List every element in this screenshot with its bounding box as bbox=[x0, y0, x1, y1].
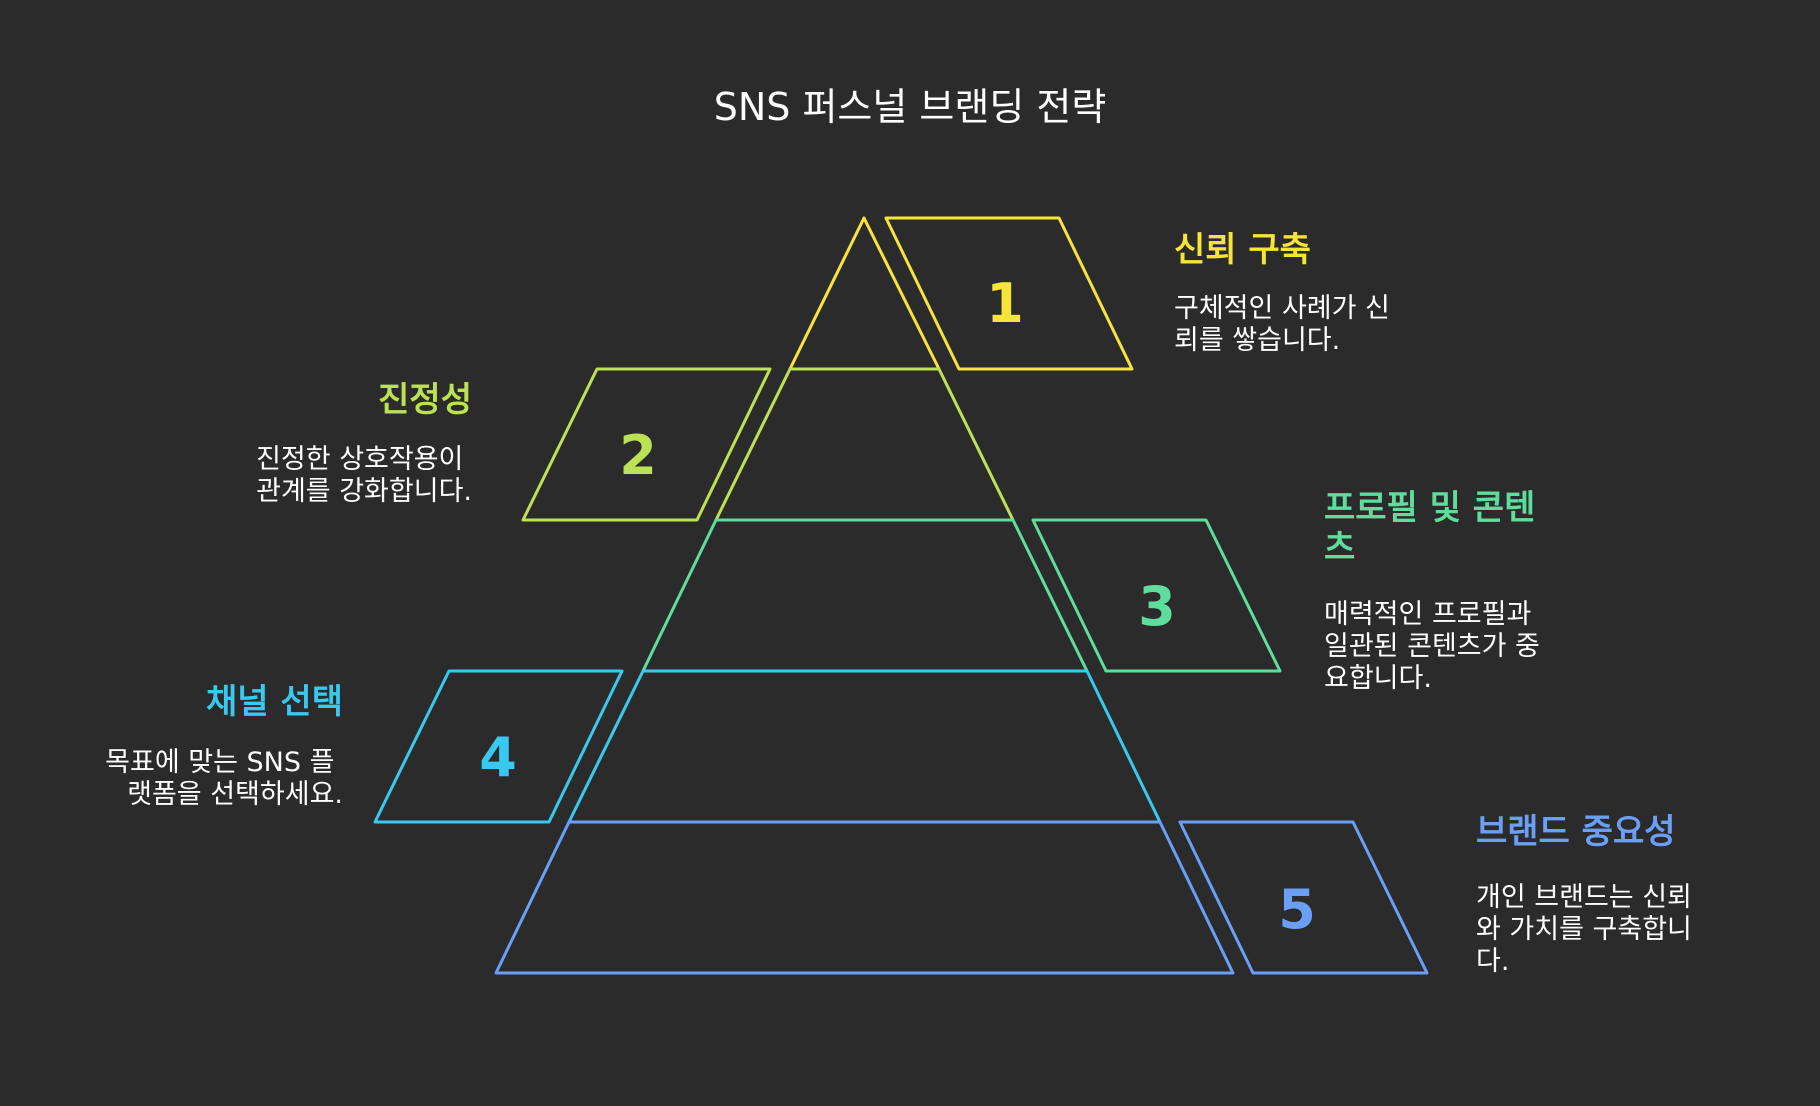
level-1: 1 신뢰 구축 구체적인 사례가 신 뢰를 쌓습니다. bbox=[788, 216, 1398, 371]
level-5: 5 브랜드 중요성 개인 브랜드는 신뢰 와 가치를 구축합니 다. bbox=[494, 812, 1700, 977]
number-box-3 bbox=[1031, 518, 1282, 673]
heading-5: 브랜드 중요성 bbox=[1476, 812, 1676, 852]
level-number-1: 1 bbox=[986, 272, 1024, 335]
level-2: 2 진정성 진정한 상호작용이 관계를 강화합니다. bbox=[256, 367, 1015, 522]
level-number-4: 4 bbox=[479, 726, 517, 789]
level-number-3: 3 bbox=[1138, 575, 1176, 638]
heading-4: 채널 선택 bbox=[206, 682, 343, 722]
number-box-4 bbox=[373, 669, 624, 824]
pyramid-tier-3 bbox=[641, 518, 1089, 673]
number-box-5 bbox=[1178, 820, 1429, 975]
description-5: 개인 브랜드는 신뢰 와 가치를 구축합니 다. bbox=[1476, 882, 1700, 977]
level-number-2: 2 bbox=[619, 424, 657, 487]
pyramid-tier-5 bbox=[494, 820, 1235, 975]
heading-1: 신뢰 구축 bbox=[1174, 230, 1311, 270]
number-box-1 bbox=[884, 216, 1134, 371]
description-2: 진정한 상호작용이 관계를 강화합니다. bbox=[256, 444, 472, 507]
diagram-title: SNS 퍼스널 브랜딩 전략 bbox=[714, 85, 1107, 129]
description-1: 구체적인 사례가 신 뢰를 쌓습니다. bbox=[1174, 293, 1398, 356]
level-number-5: 5 bbox=[1278, 878, 1316, 941]
level-4: 4 채널 선택 목표에 맞는 SNS 플 랫폼을 선택하세요. bbox=[105, 669, 1162, 824]
description-4: 목표에 맞는 SNS 플 랫폼을 선택하세요. bbox=[105, 747, 343, 810]
heading-2: 진정성 bbox=[378, 380, 472, 420]
pyramid-tier-1 bbox=[788, 216, 941, 371]
pyramid-tier-4 bbox=[567, 669, 1162, 824]
description-3: 매력적인 프로필과 일관된 콘텐츠가 중 요합니다. bbox=[1324, 599, 1548, 694]
number-box-2 bbox=[521, 367, 772, 522]
level-3: 3 프로필 및 콘텐 츠 매력적인 프로필과 일관된 콘텐츠가 중 요합니다. bbox=[641, 488, 1548, 694]
heading-3: 프로필 및 콘텐 츠 bbox=[1324, 488, 1547, 568]
